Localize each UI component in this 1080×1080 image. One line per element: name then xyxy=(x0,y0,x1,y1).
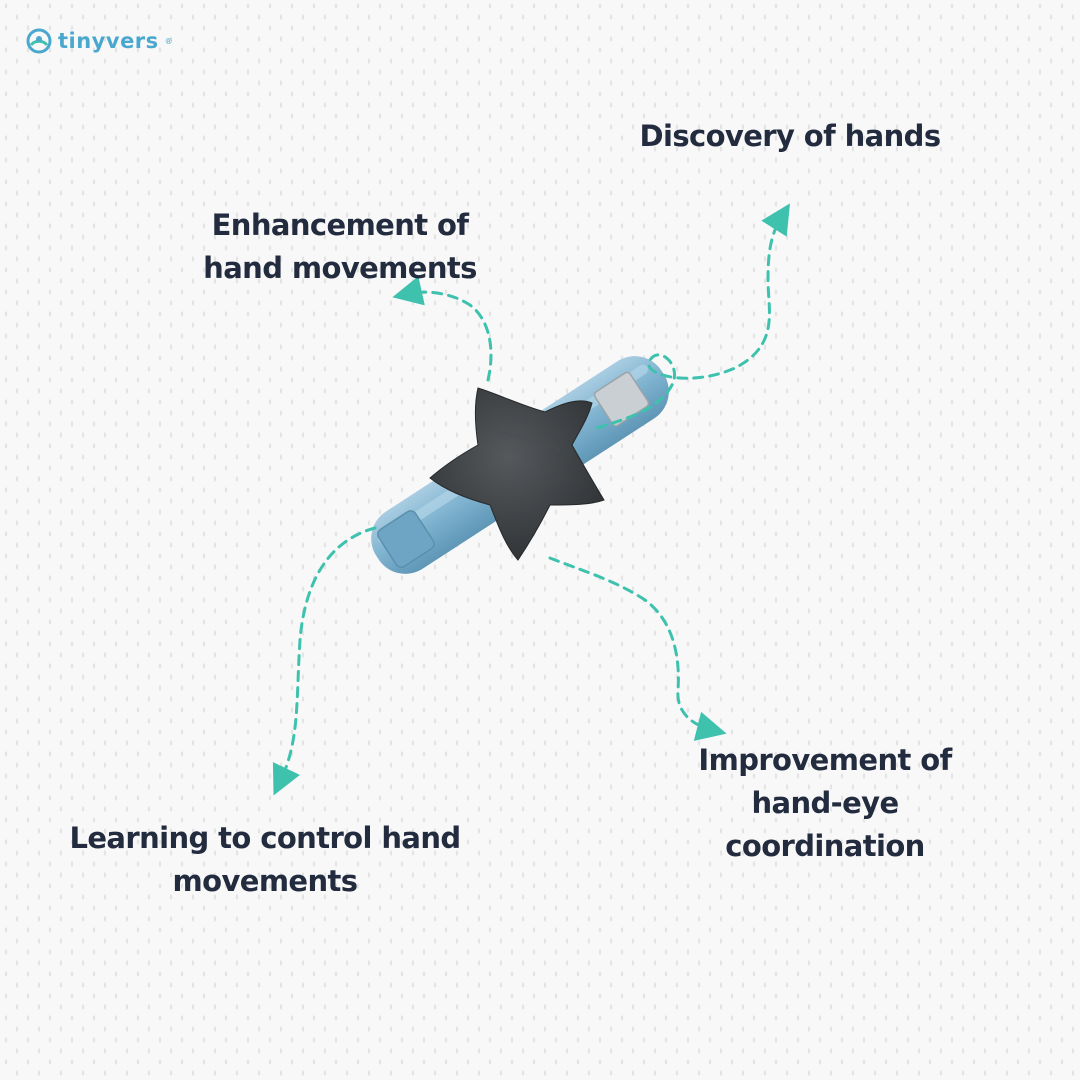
benefit-improvement-of-hand-eye-coordination: Improvement of hand-eye coordination xyxy=(680,739,970,868)
plush-star xyxy=(429,387,605,561)
arrows xyxy=(272,203,791,796)
benefit-line: Discovery of hands xyxy=(639,119,942,153)
tinyvers-logo-icon xyxy=(26,28,52,54)
benefit-line: movements xyxy=(172,864,359,898)
benefit-line: Improvement of xyxy=(698,743,952,777)
brand-logo: tinyvers ® xyxy=(26,24,173,58)
benefit-line: hand movements xyxy=(203,251,477,285)
arrow-learning xyxy=(272,526,377,796)
benefit-line: hand-eye xyxy=(751,786,899,820)
benefit-line: coordination xyxy=(725,829,925,863)
arrow-improvement xyxy=(548,556,727,741)
arrow-discovery xyxy=(595,203,791,430)
benefit-learning-to-control-hand-movements: Learning to control hand movements xyxy=(50,817,480,903)
wrist-rattle-image xyxy=(371,356,669,574)
arrow-enhancement xyxy=(392,276,493,382)
registered-mark: ® xyxy=(164,36,173,46)
benefit-discovery-of-hands: Discovery of hands xyxy=(620,115,960,158)
benefit-enhancement-of-hand-movements: Enhancement of hand movements xyxy=(180,204,500,290)
brand-name: tinyvers xyxy=(58,29,159,53)
benefit-line: Learning to control hand xyxy=(69,821,461,855)
velcro-strip xyxy=(377,510,435,568)
benefit-line: Enhancement of xyxy=(211,208,469,242)
